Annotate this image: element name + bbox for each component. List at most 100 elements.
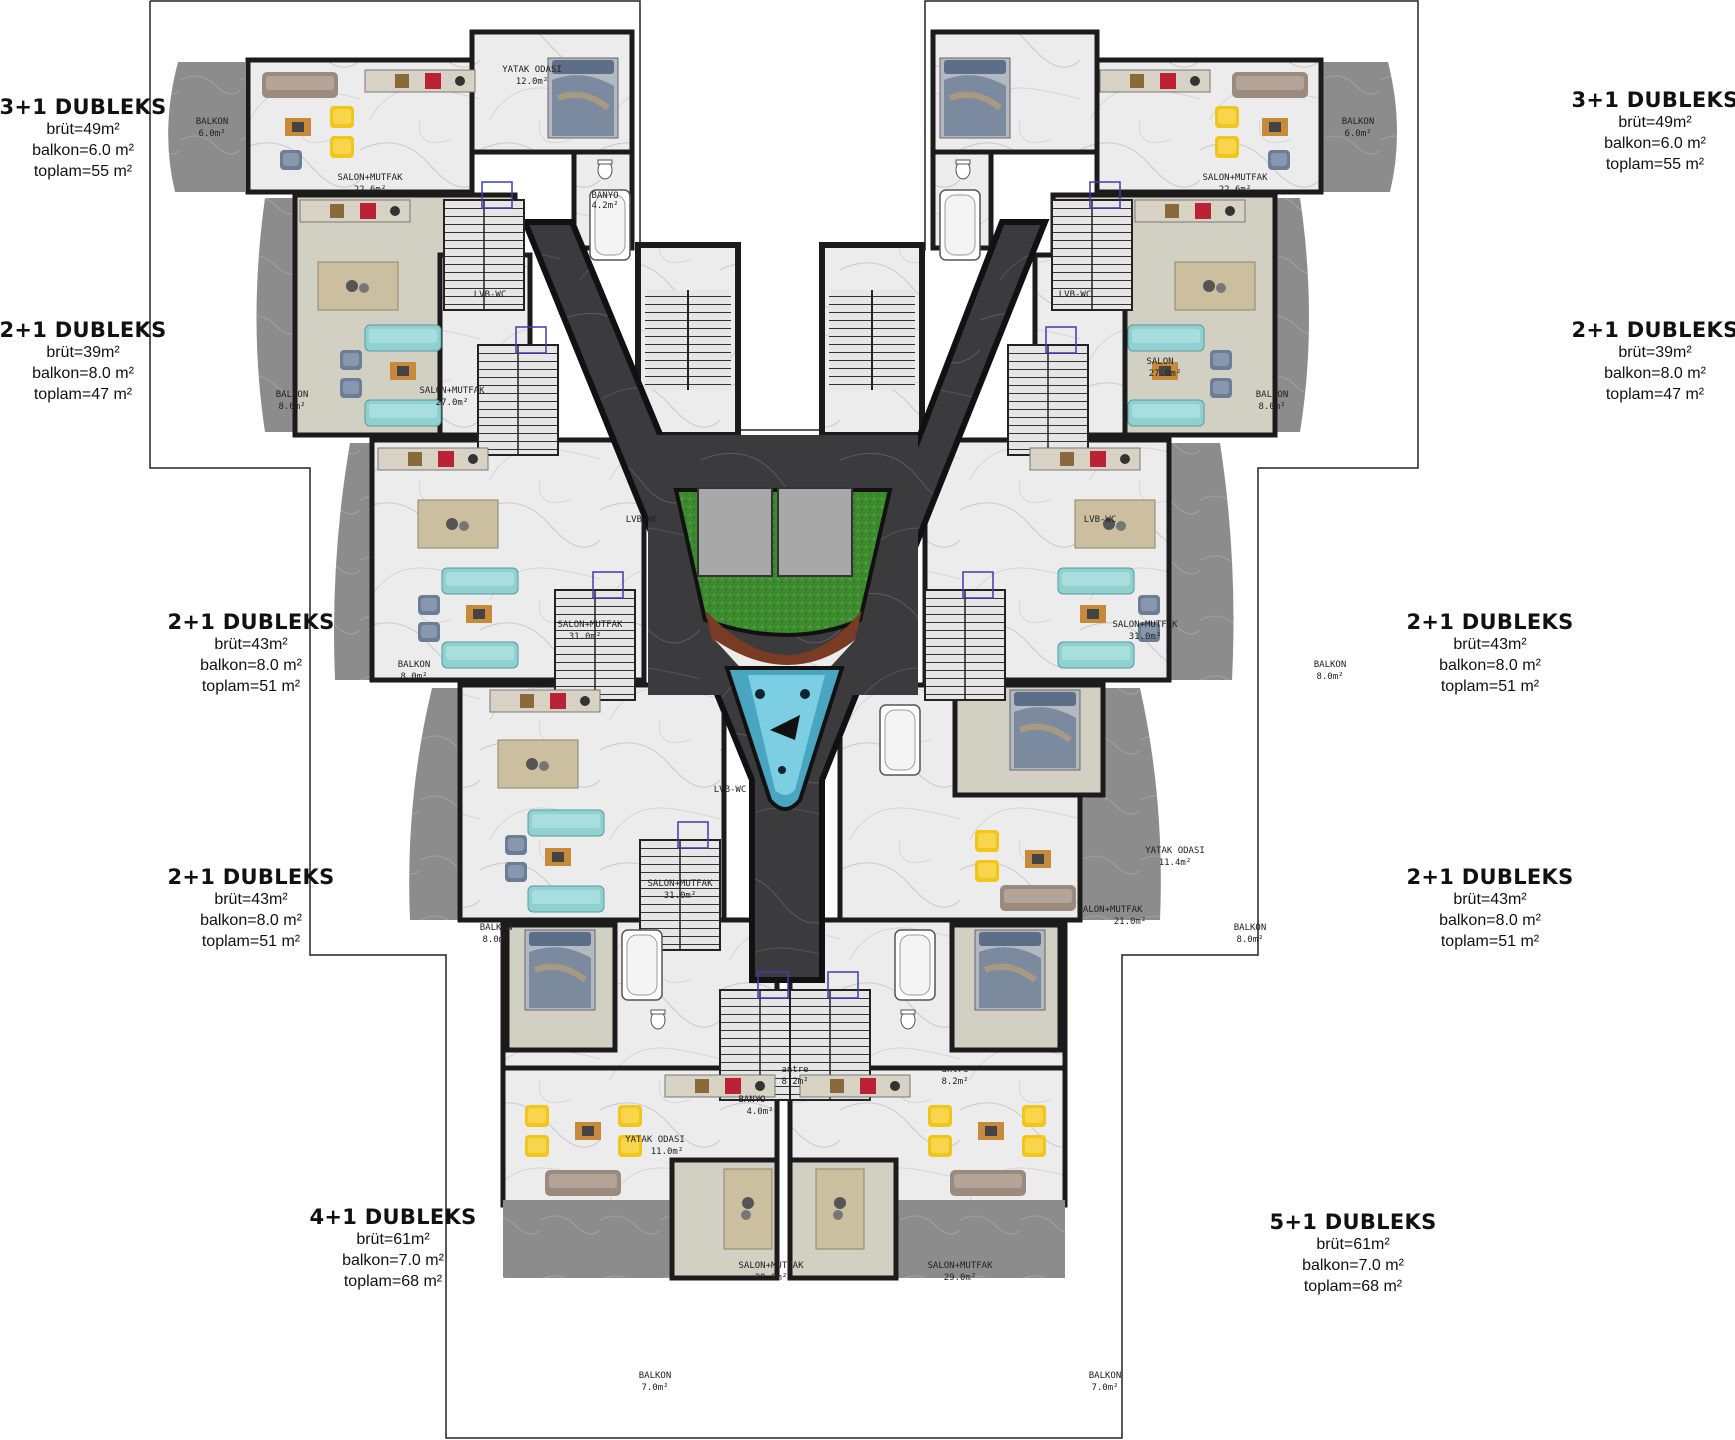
unit-label-2: 2+1 DUBLEKS brüt=39m² balkon=8.0 m² topl…: [0, 318, 178, 405]
room-area-salon-4: 31.0m²: [664, 891, 697, 901]
unit-brut: brüt=49m²: [46, 121, 120, 138]
room-area-salon-1: 22.6m²: [354, 185, 387, 195]
room-salon-8: SALON+MUTFAK: [1112, 620, 1178, 630]
room-banyo-1: BANYO: [591, 191, 618, 201]
unit-title: 2+1 DUBLEKS: [167, 865, 335, 889]
room-salon-2: SALON+MUTFAK: [419, 386, 485, 396]
room-lvb-4: LVB-WC: [714, 785, 747, 795]
room-balkon-7: BALKON: [1256, 390, 1289, 400]
unit-toplam: toplam=47 m²: [33, 386, 133, 403]
unit-toplam: toplam=68 m²: [1303, 1278, 1403, 1295]
room-balkon-6: BALKON: [1342, 117, 1375, 127]
unit-brut: brüt=43m²: [1453, 636, 1527, 653]
room-area-salon-8: 31.0m²: [1129, 632, 1162, 642]
room-area-banyo-5: 4.0m²: [746, 1107, 773, 1117]
room-salon-5: SALON+MUTFAK: [738, 1261, 804, 1271]
unit-balkon: balkon=8.0 m²: [200, 912, 302, 929]
unit-label-7: 2+1 DUBLEKS brüt=39m² balkon=8.0 m² topl…: [1560, 318, 1735, 405]
room-banyo-5: BANYO: [738, 1095, 765, 1105]
room-lvb-8: LVB-WC: [1084, 515, 1117, 525]
room-salon-9: SALON+MUTFAK: [1077, 905, 1143, 915]
unit-balkon: balkon=6.0 m²: [1604, 135, 1706, 152]
room-balkon-9: BALKON: [1234, 923, 1267, 933]
unit-balkon: balkon=8.0 m²: [32, 365, 134, 382]
room-area-balkon-10: 7.0m²: [1091, 1383, 1118, 1393]
room-salon-7: SALON: [1146, 357, 1173, 367]
room-area-yatak-9: 11.4m²: [1159, 858, 1192, 868]
room-area-antre-5: 8.2m²: [781, 1077, 808, 1087]
room-area-balkon-7: 8.0m²: [1258, 402, 1285, 412]
unit-brut: brüt=43m²: [1453, 891, 1527, 908]
unit-brut: brüt=39m²: [1618, 344, 1692, 361]
room-area-balkon-2: 8.0m²: [278, 402, 305, 412]
unit-label-3: 2+1 DUBLEKS brüt=43m² balkon=8.0 m² topl…: [156, 610, 346, 697]
unit-balkon: balkon=8.0 m²: [200, 657, 302, 674]
room-area-salon-10: 29.0m²: [944, 1273, 977, 1283]
room-antre-5: antre: [781, 1065, 808, 1075]
room-balkon-8: BALKON: [1314, 660, 1347, 670]
room-balkon-10: BALKON: [1089, 1371, 1122, 1381]
unit-label-10: 5+1 DUBLEKS brüt=61m² balkon=7.0 m² topl…: [1258, 1210, 1448, 1297]
room-antre-10: antre: [941, 1065, 968, 1075]
unit-title: 2+1 DUBLEKS: [1406, 865, 1574, 889]
room-salon-4: SALON+MUTFAK: [647, 879, 713, 889]
unit-toplam: toplam=47 m²: [1605, 386, 1705, 403]
unit-brut: brüt=39m²: [46, 344, 120, 361]
unit-title: 4+1 DUBLEKS: [309, 1205, 477, 1229]
room-area-balkon-6: 6.0m²: [1344, 129, 1371, 139]
room-balkon-2: BALKON: [276, 390, 309, 400]
unit-title: 2+1 DUBLEKS: [1406, 610, 1574, 634]
room-area-yatak-5: 11.0m²: [651, 1147, 684, 1157]
unit-toplam: toplam=68 m²: [343, 1273, 443, 1290]
unit-toplam: toplam=55 m²: [33, 163, 133, 180]
room-area-balkon-5: 7.0m²: [641, 1383, 668, 1393]
room-area-balkon-4: 8.0m²: [482, 935, 509, 945]
unit-title: 2+1 DUBLEKS: [1571, 318, 1735, 342]
room-area-salon-7: 27.0m²: [1149, 369, 1182, 379]
room-labels: BALKON 6.0m² YATAK ODASI 12.0m² SALON+MU…: [196, 65, 1375, 1393]
room-salon-6: SALON+MUTFAK: [1202, 173, 1268, 183]
unit-label-1: 3+1 DUBLEKS brüt=49m² balkon=6.0 m² topl…: [0, 95, 178, 182]
unit-brut: brüt=61m²: [1316, 1236, 1390, 1253]
room-lvb-3: LVB-WC: [626, 515, 659, 525]
unit-brut: brüt=49m²: [1618, 114, 1692, 131]
room-area-yatak-1: 12.0m²: [516, 77, 549, 87]
unit-balkon: balkon=7.0 m²: [1302, 1257, 1404, 1274]
unit-toplam: toplam=51 m²: [201, 933, 301, 950]
unit-title: 2+1 DUBLEKS: [167, 610, 335, 634]
unit-label-9: 2+1 DUBLEKS brüt=43m² balkon=8.0 m² topl…: [1395, 865, 1585, 952]
unit-label-5: 4+1 DUBLEKS brüt=61m² balkon=7.0 m² topl…: [298, 1205, 488, 1292]
room-salon-10: SALON+MUTFAK: [927, 1261, 993, 1271]
room-yatak-9: YATAK ODASI: [1145, 846, 1205, 856]
unit-label-6: 3+1 DUBLEKS brüt=49m² balkon=6.0 m² topl…: [1560, 88, 1735, 175]
unit-balkon: balkon=8.0 m²: [1439, 657, 1541, 674]
unit-brut: brüt=43m²: [214, 891, 288, 908]
room-area-salon-2: 27.0m²: [436, 398, 469, 408]
unit-brut: brüt=43m²: [214, 636, 288, 653]
unit-toplam: toplam=55 m²: [1605, 156, 1705, 173]
room-balkon-1: BALKON: [196, 117, 229, 127]
room-area-salon-5: 29.0m²: [755, 1273, 788, 1283]
room-lvb-7: LVB-WC: [1059, 290, 1092, 300]
room-area-salon-9: 21.0m²: [1114, 917, 1147, 927]
room-salon-1: SALON+MUTFAK: [337, 173, 403, 183]
room-balkon-4: BALKON: [480, 923, 513, 933]
room-area-antre-10: 8.2m²: [941, 1077, 968, 1087]
room-area-balkon-8: 8.0m²: [1316, 672, 1343, 682]
unit-title: 3+1 DUBLEKS: [1571, 88, 1735, 112]
unit-toplam: toplam=51 m²: [1440, 678, 1540, 695]
room-area-salon-3: 31.0m²: [569, 632, 602, 642]
room-yatak-5: YATAK ODASI: [625, 1135, 685, 1145]
unit-balkon: balkon=6.0 m²: [32, 142, 134, 159]
room-balkon-3: BALKON: [398, 660, 431, 670]
unit-label-4: 2+1 DUBLEKS brüt=43m² balkon=8.0 m² topl…: [156, 865, 346, 952]
unit-toplam: toplam=51 m²: [1440, 933, 1540, 950]
room-yatak-1: YATAK ODASI: [502, 65, 562, 75]
unit-title: 3+1 DUBLEKS: [0, 95, 167, 119]
unit-label-8: 2+1 DUBLEKS brüt=43m² balkon=8.0 m² topl…: [1395, 610, 1585, 697]
unit-toplam: toplam=51 m²: [201, 678, 301, 695]
room-area-balkon-1: 6.0m²: [198, 129, 225, 139]
room-area-banyo-1: 4.2m²: [591, 201, 618, 211]
unit-title: 2+1 DUBLEKS: [0, 318, 167, 342]
